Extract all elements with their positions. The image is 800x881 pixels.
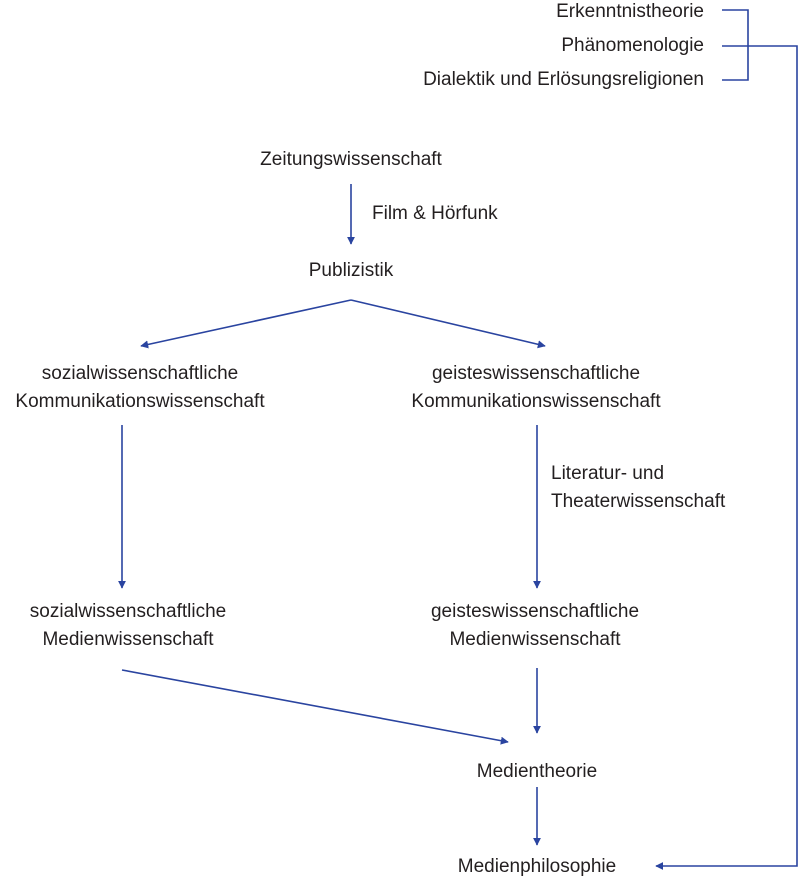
node-line: Medienwissenschaft — [42, 629, 214, 650]
node-sozial-kommunikationswissenschaft: sozialwissenschaftliche Kommunikationswi… — [15, 360, 264, 416]
node-line: Kommunikationswissenschaft — [411, 391, 661, 412]
edge-label-line: Theaterwissenschaft — [551, 491, 726, 512]
node-geistes-medienwissenschaft: geisteswissenschaftliche Medienwissensch… — [431, 598, 639, 654]
edge-label-film-hoerfunk: Film & Hörfunk — [372, 203, 498, 224]
node-geistes-kommunikationswissenschaft: geisteswissenschaftliche Kommunikationsw… — [411, 360, 660, 416]
node-line: geisteswissenschaftliche — [430, 601, 640, 622]
node-publizistik: Publizistik — [308, 260, 394, 281]
node-line: Kommunikationswissenschaft — [15, 391, 265, 412]
edge-label-line: Literatur- und — [551, 463, 665, 484]
arrow-publizistik-geistes — [350, 299, 546, 349]
node-phaenomenologie: Phänomenologie — [561, 35, 704, 56]
arrow-sozial-medien-theorie — [121, 669, 509, 745]
bracket-connector — [722, 9, 749, 81]
node-line: Medienwissenschaft — [449, 629, 621, 650]
phaenomenologie-connector — [655, 45, 798, 870]
node-medientheorie: Medientheorie — [476, 761, 598, 782]
node-line: sozialwissenschaftliche — [41, 363, 239, 384]
edge-label-literatur-theater: Literatur- und Theaterwissenschaft — [551, 460, 725, 516]
node-sozial-medienwissenschaft: sozialwissenschaftliche Medienwissenscha… — [30, 598, 226, 654]
node-erkenntnistheorie: Erkenntnistheorie — [556, 1, 704, 22]
node-dialektik: Dialektik und Erlösungsreligionen — [423, 69, 704, 90]
node-line: sozialwissenschaftliche — [29, 601, 227, 622]
node-line: geisteswissenschaftliche — [431, 363, 641, 384]
node-medienphilosophie: Medienphilosophie — [457, 856, 617, 877]
node-zeitungswissenschaft: Zeitungswissenschaft — [260, 149, 442, 170]
arrow-publizistik-sozial — [140, 299, 352, 349]
